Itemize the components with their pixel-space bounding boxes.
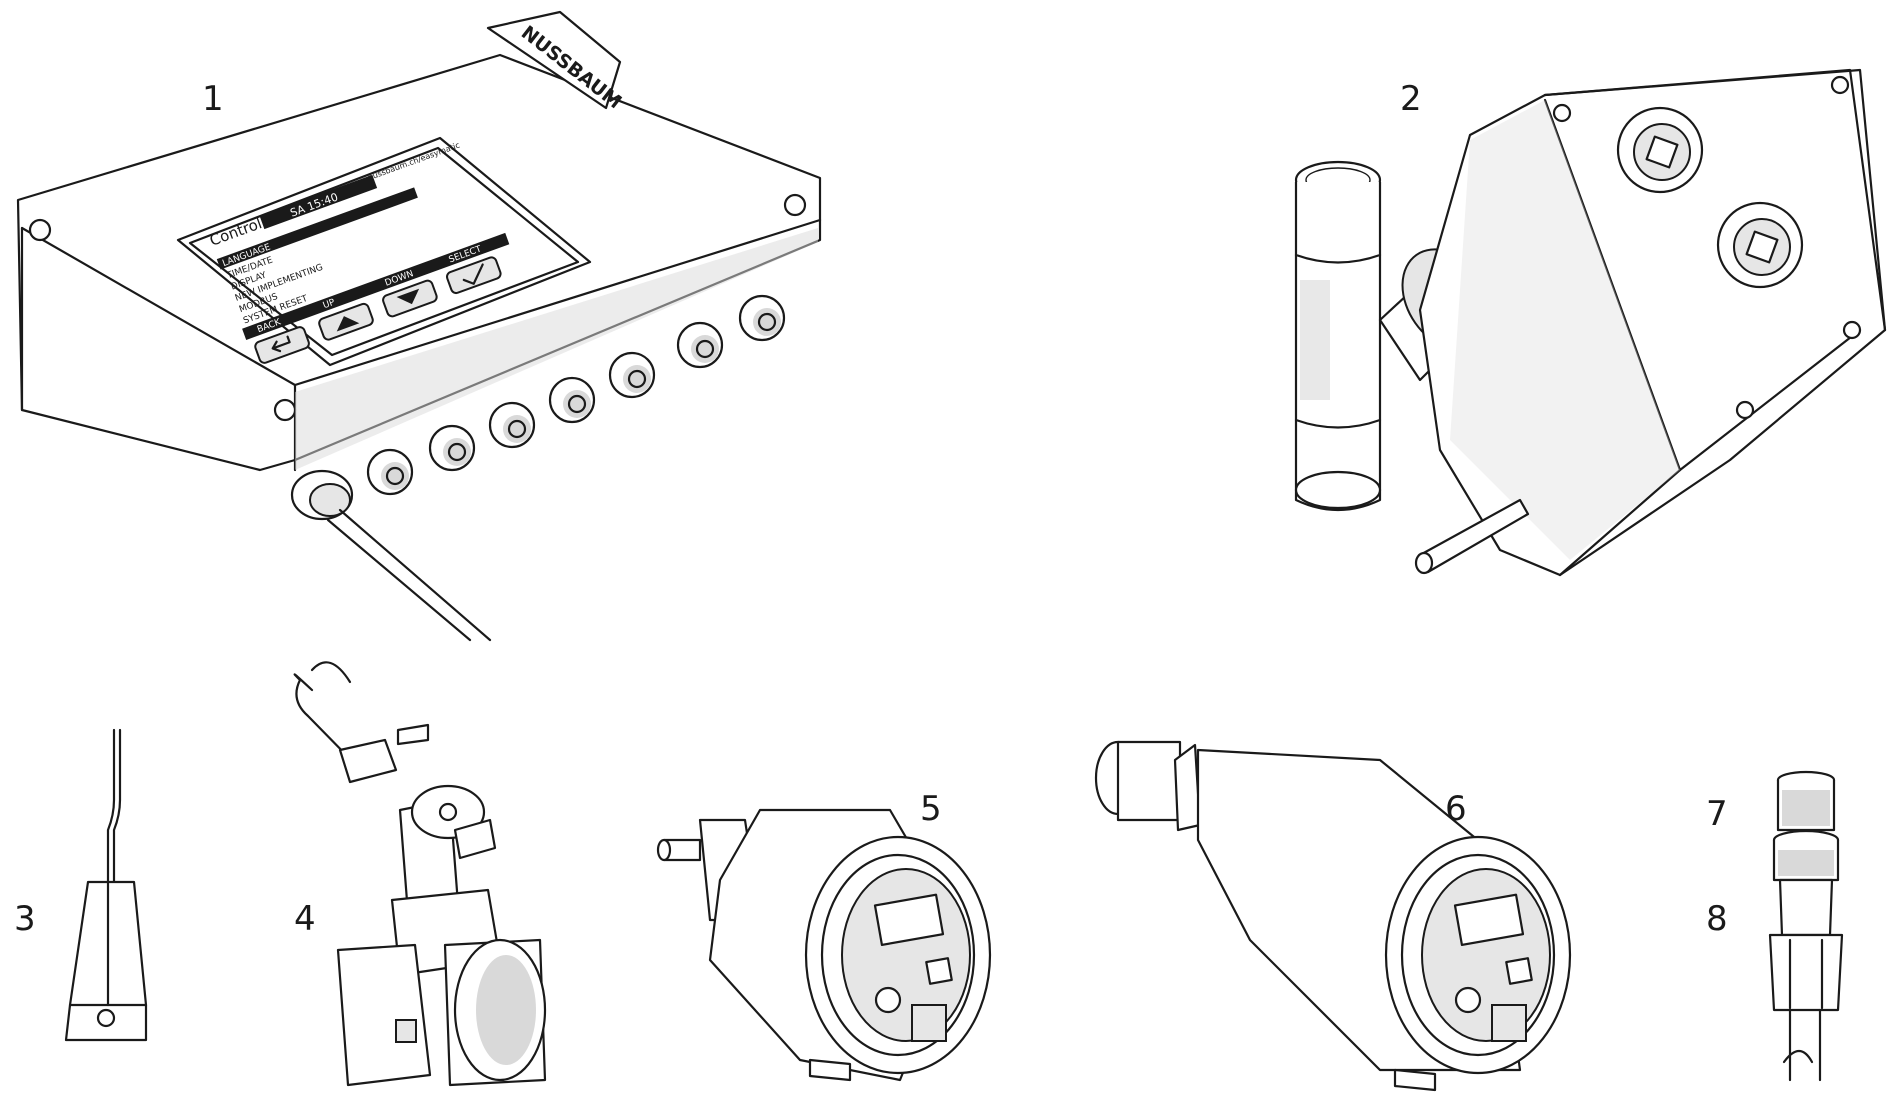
electrode-probe xyxy=(64,728,148,1042)
connector-3 xyxy=(488,401,536,449)
callout-8: 8 xyxy=(1706,899,1728,939)
sensor-long xyxy=(1094,740,1572,1092)
callout-4: 4 xyxy=(294,899,316,939)
actuator-knob-2 xyxy=(1716,201,1804,289)
callout-6: 6 xyxy=(1445,789,1467,829)
sensor-short xyxy=(656,808,992,1082)
callout-2: 2 xyxy=(1400,79,1422,119)
connector-2 xyxy=(428,424,476,472)
connector-6 xyxy=(676,321,724,369)
flow-switch xyxy=(293,661,547,1087)
valve-with-actuator xyxy=(1294,68,1887,577)
checkmark-icon xyxy=(462,263,484,285)
pipe-fitting xyxy=(1294,160,1382,512)
connector-1 xyxy=(366,448,414,496)
controller-emc1: NUSSBAUM Controller emc1 nussbaum.ch/eas… xyxy=(16,10,822,642)
up-triangle-icon xyxy=(336,316,360,332)
connector-5 xyxy=(608,351,656,399)
callout-3: 3 xyxy=(14,899,36,939)
callout-7: 7 xyxy=(1706,794,1728,834)
actuator-knob-1 xyxy=(1616,106,1704,194)
callout-5: 5 xyxy=(920,789,942,829)
controller-connectors xyxy=(290,294,786,642)
controller-buttons xyxy=(254,256,502,364)
actuator-housing xyxy=(1414,68,1887,577)
callout-1: 1 xyxy=(202,79,224,119)
return-arrow-icon xyxy=(271,335,291,353)
connector-4 xyxy=(548,376,596,424)
softkey-up: UP xyxy=(322,298,337,312)
connector-plug xyxy=(1772,770,1840,882)
cable-gland-plug xyxy=(1768,878,1844,1082)
cable-gland xyxy=(290,469,492,642)
connector-7 xyxy=(738,294,786,342)
down-triangle-icon xyxy=(396,288,420,305)
select-button[interactable] xyxy=(445,256,502,295)
